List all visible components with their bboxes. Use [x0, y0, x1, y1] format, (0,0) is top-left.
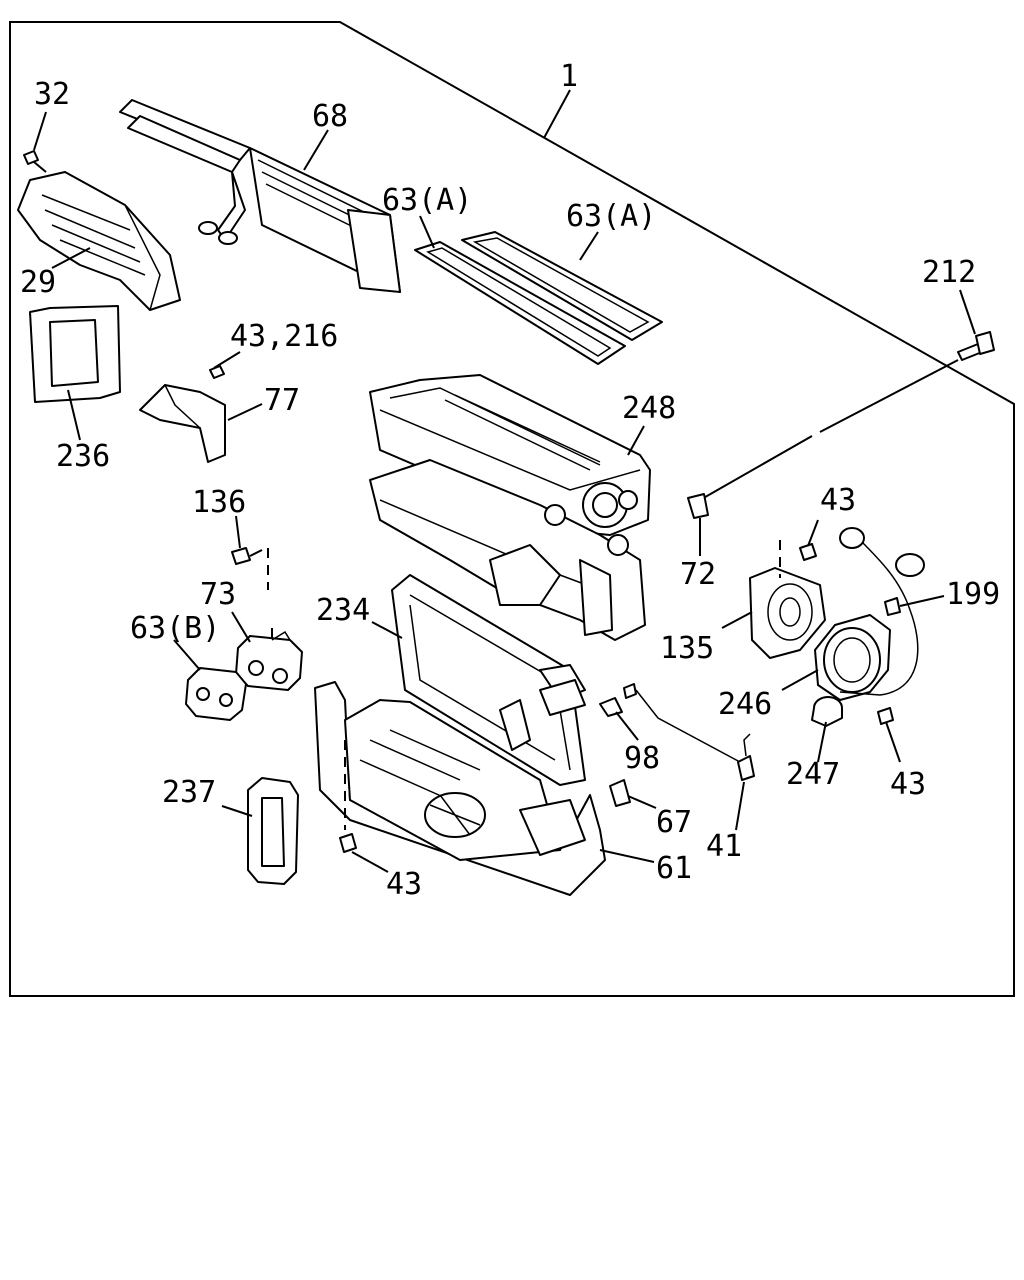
bolt-32 [23, 150, 47, 173]
seal-237-part [247, 777, 299, 885]
callout-43-c: 43 [386, 867, 422, 902]
bracket-77-part [139, 365, 226, 463]
blower-case-61-part [314, 681, 606, 896]
clip-72 [687, 493, 709, 519]
callout-63a-1: 63(A) [382, 183, 472, 218]
leader-136-to-73 [267, 548, 273, 640]
callout-212: 212 [922, 255, 976, 290]
callout-247: 247 [786, 757, 840, 792]
callout-1: 1 [560, 59, 578, 94]
callout-98: 98 [624, 741, 660, 776]
foot-duct-part [17, 171, 181, 311]
callout-43-b: 43 [890, 767, 926, 802]
callout-43-a: 43 [820, 483, 856, 518]
resistor-247-part [811, 696, 843, 727]
clip-67-part [609, 779, 631, 807]
leader-212-to-72 [699, 359, 959, 501]
callout-67: 67 [656, 805, 692, 840]
clip-98-part [599, 683, 637, 717]
callout-43-216: 43,216 [230, 319, 338, 354]
callout-135: 135 [660, 631, 714, 666]
evaporator-234-part [391, 574, 586, 786]
callout-63b: 63(B) [130, 611, 220, 646]
motor-246-part [814, 614, 891, 701]
seal-236-part [29, 305, 121, 403]
leader-lines [33, 89, 976, 873]
callout-68: 68 [312, 99, 348, 134]
wire-199 [839, 527, 925, 725]
callout-77: 77 [264, 383, 300, 418]
callout-237: 237 [162, 775, 216, 810]
leader-98-to-41 [635, 689, 741, 763]
callout-61: 61 [656, 851, 692, 886]
seal-63b-part [185, 667, 247, 721]
heater-unit-housing [369, 374, 651, 641]
callout-72: 72 [680, 557, 716, 592]
callout-234: 234 [316, 593, 370, 628]
callout-248: 248 [622, 391, 676, 426]
sensor-41-part [737, 733, 755, 781]
callout-63a-2: 63(A) [566, 199, 656, 234]
callout-labels: 1 32 68 63(A) 63(A) 212 29 43,216 77 236… [20, 59, 1000, 902]
seal-73-part [235, 630, 303, 691]
callout-246: 246 [718, 687, 772, 722]
bolt-212 [957, 331, 995, 361]
diagram-frame [9, 21, 1015, 997]
heater-core-part [119, 99, 401, 293]
callout-73: 73 [200, 577, 236, 612]
callout-236: 236 [56, 439, 110, 474]
gasket-63a-part [414, 231, 663, 365]
callout-32: 32 [34, 77, 70, 112]
callout-41: 41 [706, 829, 742, 864]
actuator-135-part [749, 540, 826, 659]
callout-136: 136 [192, 485, 246, 520]
callout-199: 199 [946, 577, 1000, 612]
screw-136 [231, 547, 263, 565]
callout-29: 29 [20, 265, 56, 300]
